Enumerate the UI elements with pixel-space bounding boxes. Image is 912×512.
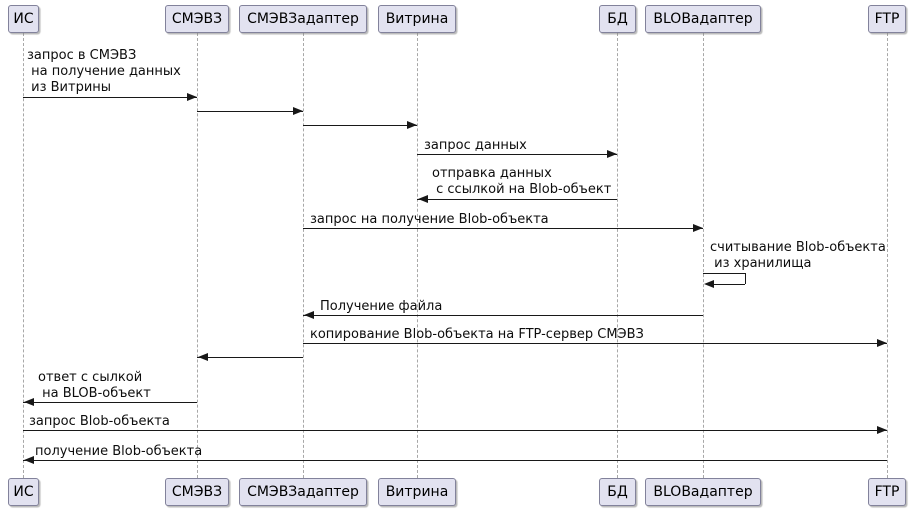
message-3-line [303,125,417,126]
arrow-left-icon [304,311,314,319]
message-7-loop-side [745,273,746,284]
arrow-right-icon [293,107,303,115]
participant-top-vitrina: Витрина [378,5,456,33]
participant-bottom-blob-adapter: BLOBадаптер [645,478,761,506]
arrow-right-icon [187,93,197,101]
message-4-label: запрос данных [424,138,527,153]
participant-top-db: БД [599,5,636,33]
message-8-label: Получение файла [320,299,443,314]
lifeline-blob-adapter [703,33,704,478]
message-2-line [197,111,303,112]
message-8-line [303,315,703,316]
participant-bottom-vitrina: Витрина [378,478,456,506]
message-1-line [23,97,197,98]
participant-top-is: ИС [8,5,39,33]
message-7-loop-bottom [712,284,745,285]
message-9-line [303,343,887,344]
lifeline-smev-adapter [303,33,304,478]
message-12-label: запрос Blob-объекта [29,414,170,429]
participant-top-blob-adapter: BLOBадаптер [645,5,761,33]
message-7-label: считывание Blob-объекта из хранилища [710,240,886,271]
participant-bottom-ftp: FTP [868,478,906,506]
arrow-right-icon [877,339,887,347]
arrow-left-icon [198,353,208,361]
message-5-line [417,199,617,200]
participant-top-smev-adapter: СМЭВЗадаптер [239,5,367,33]
message-4-line [417,154,617,155]
arrow-right-icon [607,150,617,158]
message-13-label: получение Blob-объекта [35,444,203,459]
participant-top-smev: СМЭВЗ [165,5,229,33]
arrow-right-icon [407,121,417,129]
lifeline-vitrina [417,33,418,478]
arrow-left-icon [704,280,714,288]
participant-bottom-smev-adapter: СМЭВЗадаптер [239,478,367,506]
lifeline-is [23,33,24,478]
arrow-right-icon [693,224,703,232]
participant-top-ftp: FTP [868,5,906,33]
message-10-line [197,357,303,358]
lifeline-db [617,33,618,478]
lifeline-ftp [887,33,888,478]
participant-bottom-smev: СМЭВЗ [165,478,229,506]
message-1-label: запрос в СМЭВЗ на получение данных из Ви… [27,48,181,95]
message-11-line [23,402,197,403]
message-11-label: ответ с сылкой на BLOB-объект [38,370,151,401]
arrow-right-icon [877,426,887,434]
message-9-label: копирование Blob-объекта на FTP-сервер С… [310,327,644,342]
message-13-line [23,460,887,461]
message-12-line [23,430,887,431]
participant-bottom-is: ИС [8,478,39,506]
message-6-line [303,228,703,229]
participant-bottom-db: БД [599,478,636,506]
message-7-loop-top [703,273,745,274]
arrow-left-icon [418,195,428,203]
message-5-label: отправка данных с ссылкой на Blob-объект [432,166,612,197]
arrow-left-icon [24,398,34,406]
message-6-label: запрос на получение Blob-объекта [310,212,549,227]
lifeline-smev [197,33,198,478]
arrow-left-icon [24,456,34,464]
